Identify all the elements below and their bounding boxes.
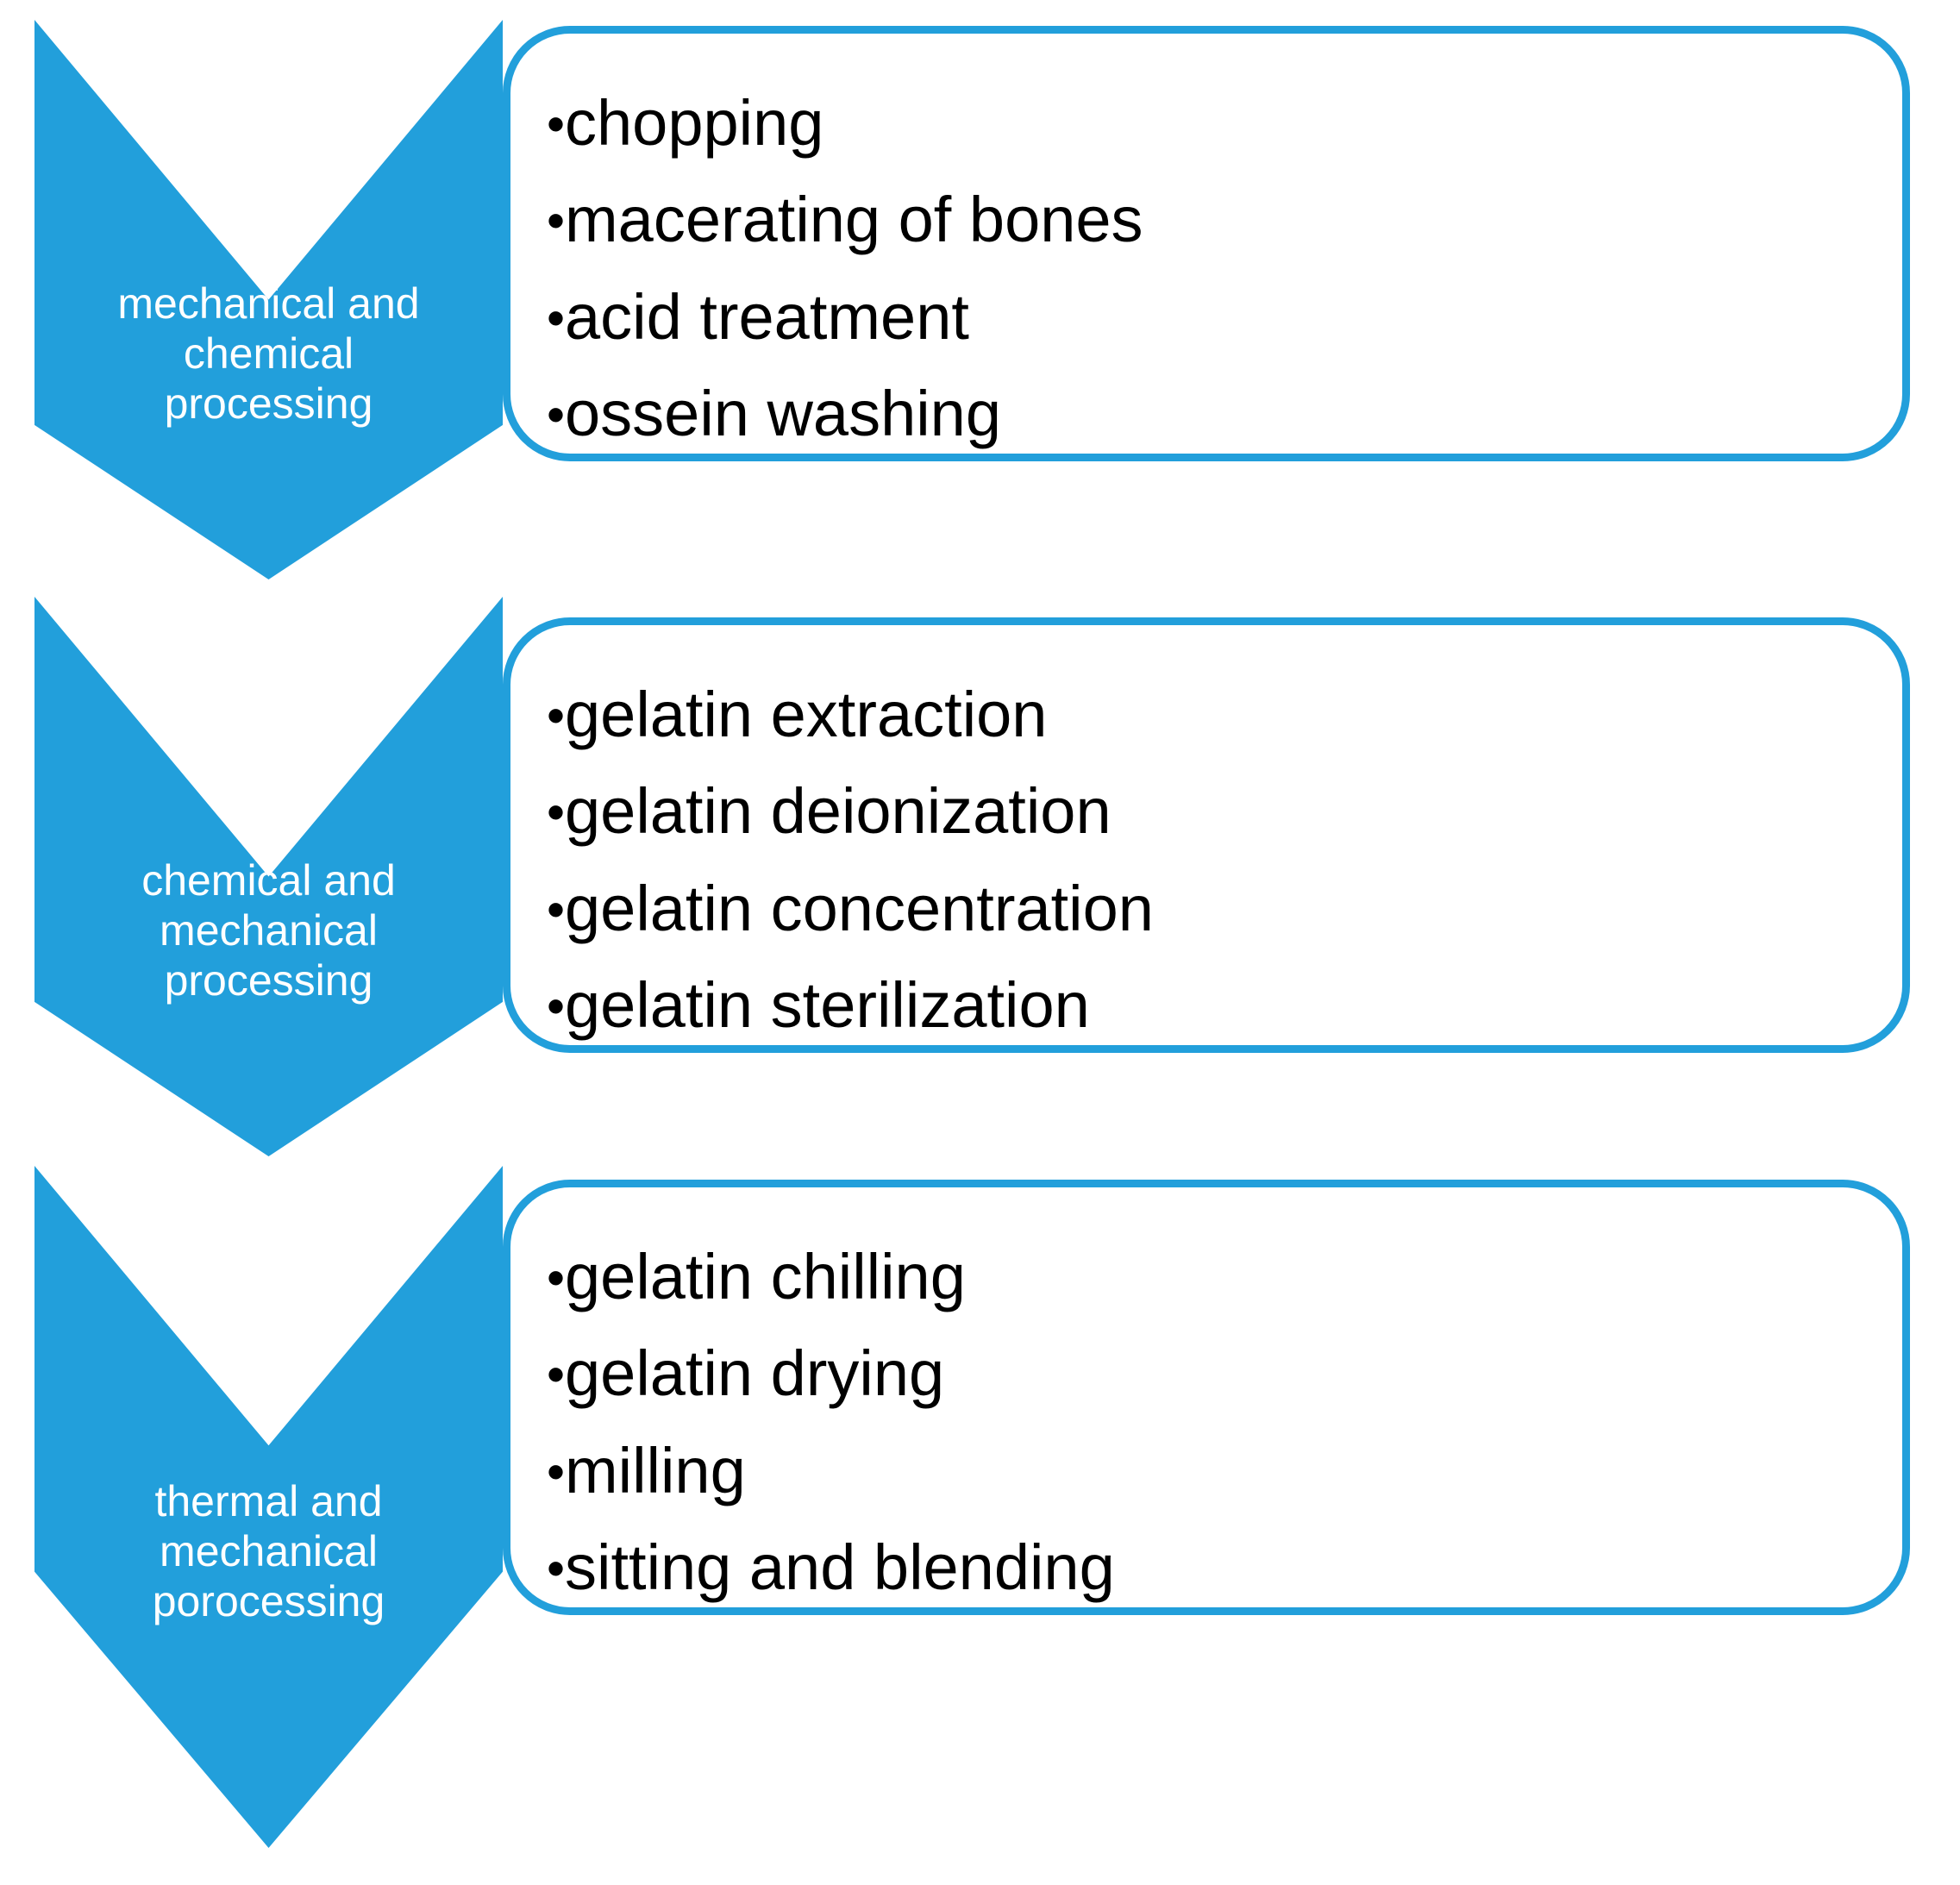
list-item-label: gelatin sterilization (565, 969, 1090, 1042)
stage-content-box-1: •chopping •macerating of bones •acid tre… (503, 26, 1910, 461)
stage-chevron-2[interactable]: chemical and mechanical processing (34, 597, 503, 1156)
stage-label-2: chemical and mechanical processing (141, 856, 396, 1005)
list-item-label: gelatin concentration (565, 872, 1154, 944)
bullet-icon: • (547, 289, 566, 348)
bullet-icon: • (547, 95, 566, 153)
list-item-label: acid treatment (565, 280, 969, 353)
list-item: •gelatin sterilization (547, 957, 1885, 1054)
list-item-label: milling (565, 1434, 746, 1506)
list-item: •acid treatment (547, 269, 1885, 366)
stage-label-1: mechanical and chemical processing (117, 279, 420, 428)
list-item-label: macerating of bones (565, 184, 1143, 256)
bullet-icon: • (547, 783, 566, 842)
list-item: •chopping (547, 75, 1885, 172)
bullet-icon: • (547, 880, 566, 939)
bullet-icon: • (547, 1443, 566, 1501)
list-item: •gelatin concentration (547, 861, 1885, 957)
bullet-icon: • (547, 686, 566, 745)
list-item-label: ossein washing (565, 378, 1001, 450)
stage-content-box-2: •gelatin extraction •gelatin deionizatio… (503, 617, 1910, 1053)
bullet-icon: • (547, 191, 566, 250)
list-item: •milling (547, 1423, 1885, 1519)
stage-content-box-3: •gelatin chilling •gelatin drying •milli… (503, 1180, 1910, 1615)
list-item: •sitting and blending (547, 1519, 1885, 1616)
stage-bullet-list-2: •gelatin extraction •gelatin deionizatio… (547, 667, 1885, 1055)
bullet-icon: • (547, 977, 566, 1036)
stage-chevron-3[interactable]: thermal and mechanical porocessing (34, 1166, 503, 1848)
list-item-label: gelatin drying (565, 1337, 945, 1410)
bullet-icon: • (547, 1249, 566, 1307)
list-item: •gelatin drying (547, 1325, 1885, 1422)
list-item: •ossein washing (547, 366, 1885, 462)
bullet-icon: • (547, 1539, 566, 1598)
stage-bullet-list-1: •chopping •macerating of bones •acid tre… (547, 75, 1885, 463)
list-item-label: gelatin deionization (565, 775, 1112, 848)
stage-label-3: thermal and mechanical porocessing (152, 1477, 385, 1625)
bullet-icon: • (547, 385, 566, 444)
list-item-label: gelatin extraction (565, 679, 1048, 750)
list-item: •gelatin deionization (547, 763, 1885, 860)
list-item-label: chopping (565, 87, 824, 159)
list-item: •gelatin chilling (547, 1229, 1885, 1325)
stage-bullet-list-3: •gelatin chilling •gelatin drying •milli… (547, 1229, 1885, 1617)
list-item: •gelatin extraction (547, 667, 1885, 763)
list-item-label: sitting and blending (565, 1531, 1115, 1604)
stage-chevron-1[interactable]: mechanical and chemical processing (34, 20, 503, 579)
bullet-icon: • (547, 1345, 566, 1404)
list-item: •macerating of bones (547, 172, 1885, 268)
list-item-label: gelatin chilling (565, 1241, 966, 1312)
